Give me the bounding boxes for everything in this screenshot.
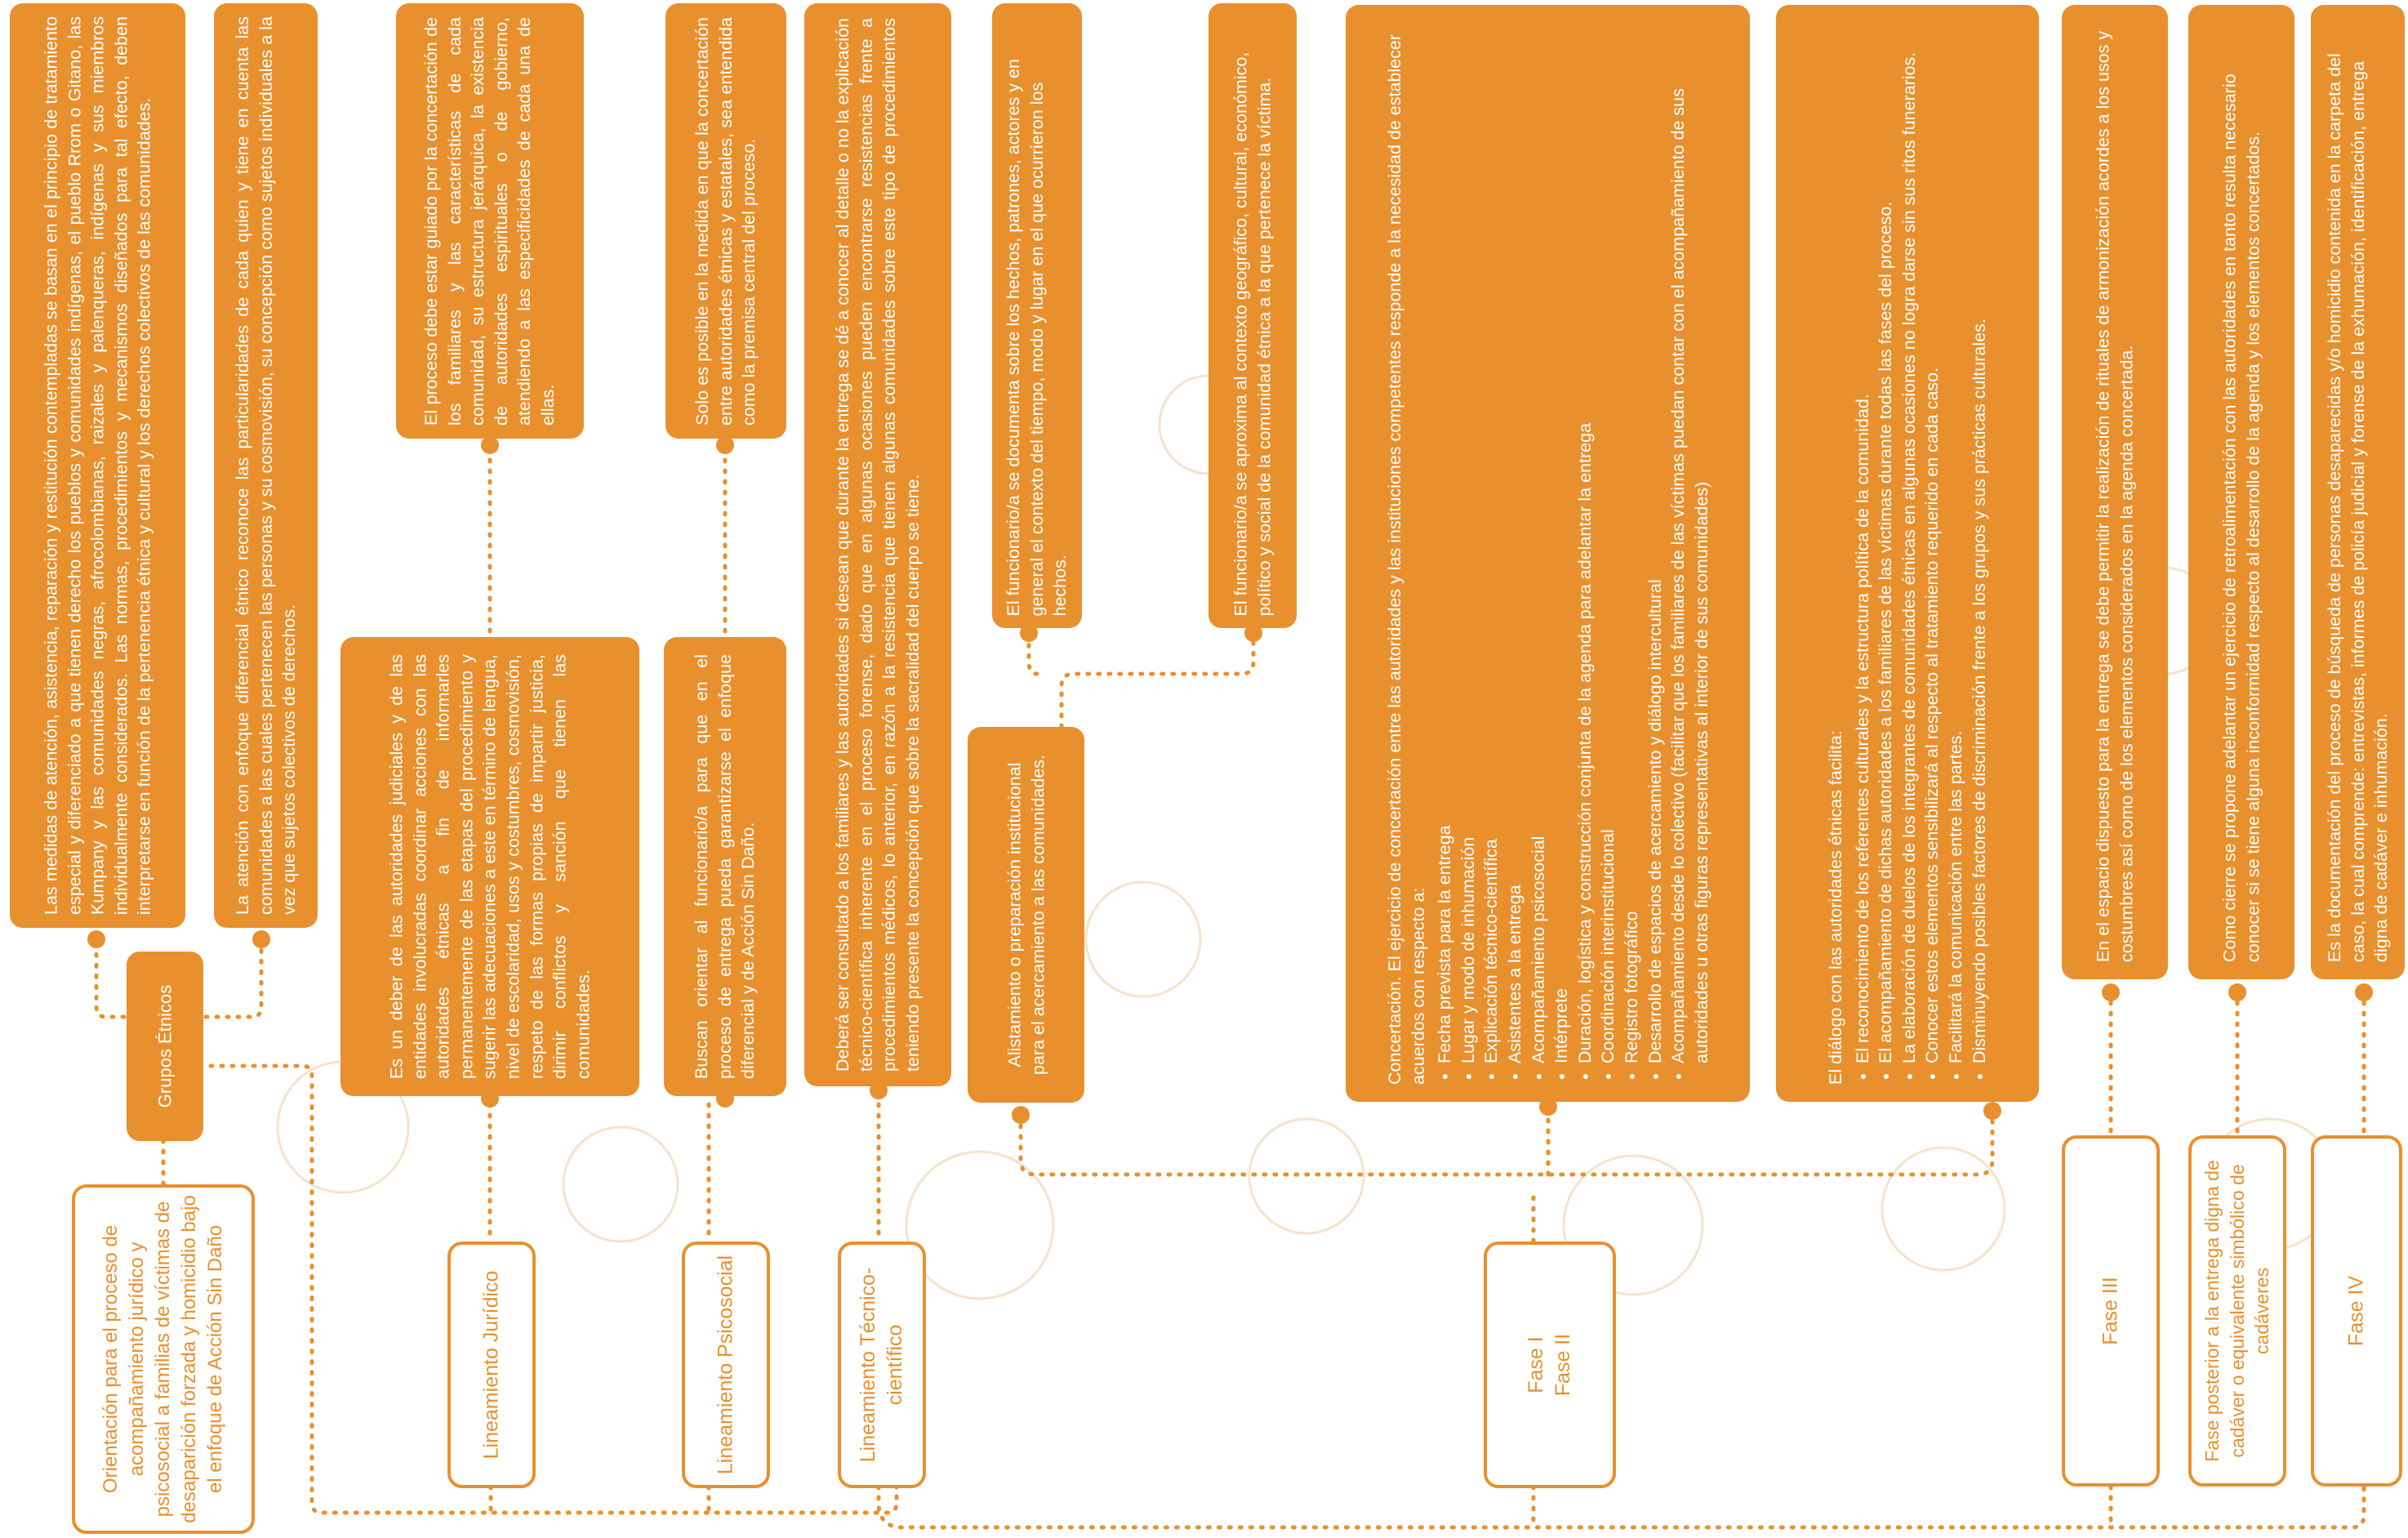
fase-posterior-box: Fase posterior a la entrega digna de cad… bbox=[2188, 1135, 2286, 1487]
lineamiento-psicosocial-label: Lineamiento Psicosocial bbox=[714, 1255, 737, 1475]
alistamiento-documenta-text: El funcionario/a se documenta sobre los … bbox=[1004, 58, 1070, 616]
groups-box: Grupos Étnicos bbox=[127, 952, 203, 1141]
ethnic-principle-box: Las medidas de atención, asistencia, rep… bbox=[10, 3, 185, 928]
juridico-lower-box: Es un deber de las autoridades judiciale… bbox=[341, 637, 639, 1096]
lineamiento-psicosocial-box: Lineamiento Psicosocial bbox=[682, 1242, 770, 1488]
list-item: Asistentes a la entrega bbox=[1502, 23, 1526, 1063]
fase-2-label: Fase II bbox=[1551, 1333, 1574, 1397]
list-item: Duración, logística y construcción conju… bbox=[1573, 23, 1596, 1063]
lineamiento-tecnico-label: Lineamiento Técnico-científico bbox=[856, 1267, 906, 1463]
list-item: Acompañamiento desde lo colectivo (facil… bbox=[1666, 23, 1712, 1063]
fase-1-2-box: Fase I Fase II bbox=[1484, 1242, 1616, 1488]
fase-3-label: Fase III bbox=[2099, 1277, 2122, 1345]
list-item: Registro fotográfico bbox=[1619, 23, 1643, 1063]
fase-4-box: Fase IV bbox=[2311, 1135, 2402, 1487]
alistamiento-contexto-box: El funcionario/a se aproxima al contexto… bbox=[1208, 3, 1297, 628]
alistamiento-documenta-box: El funcionario/a se documenta sobre los … bbox=[992, 3, 1082, 628]
alistamiento-contexto-text: El funcionario/a se aproxima al contexto… bbox=[1231, 51, 1274, 616]
concertacion-content: Concertación. El ejercicio de concertaci… bbox=[1382, 23, 1712, 1085]
lineamiento-juridico-label: Lineamiento Jurídico bbox=[479, 1270, 503, 1460]
root-title-text: Orientación para el proceso de acompañam… bbox=[100, 1195, 226, 1523]
ethnic-approach-box: La atención con enfoque diferencial étni… bbox=[214, 3, 318, 928]
dialogo-box: El diálogo con las autoridades étnicas f… bbox=[1776, 5, 2039, 1102]
fase-posterior-text-box: Como cierre se propone adelantar un ejer… bbox=[2188, 5, 2294, 979]
fase-4-label: Fase IV bbox=[2344, 1275, 2368, 1347]
juridico-lower-text: Es un deber de las autoridades judiciale… bbox=[386, 654, 594, 1079]
psicosocial-lower-text: Buscan orientar al funcionario/a para qu… bbox=[692, 654, 759, 1079]
root-title-box: Orientación para el proceso de acompañam… bbox=[72, 1184, 255, 1534]
fase-posterior-text: Como cierre se propone adelantar un ejer… bbox=[2219, 73, 2263, 962]
concertacion-box: Concertación. El ejercicio de concertaci… bbox=[1346, 5, 1750, 1102]
list-item: Conocer estos elementos sensibilizará al… bbox=[1921, 23, 1944, 1063]
dialogo-list: El reconocimiento de los referentes cult… bbox=[1851, 23, 1992, 1085]
list-item: Coordinación interinstitucional bbox=[1596, 23, 1620, 1063]
list-item: El acompañamiento de dichas autoridades … bbox=[1874, 23, 1898, 1063]
ethnic-approach-text: La atención con enfoque diferencial étni… bbox=[232, 16, 299, 915]
fase-1-2-labels: Fase I Fase II bbox=[1523, 1255, 1578, 1475]
list-item: Fecha prevista para la entrega bbox=[1433, 23, 1457, 1063]
list-item: Lugar y modo de inhumación bbox=[1456, 23, 1480, 1063]
psicosocial-lower-box: Buscan orientar al funcionario/a para qu… bbox=[664, 637, 786, 1096]
fase-4-text-box: Es la documentación del proceso de búsqu… bbox=[2311, 5, 2405, 979]
ethnic-principle-text: Las medidas de atención, asistencia, rep… bbox=[41, 16, 154, 915]
alistamiento-box: Alistamiento o preparación institucional… bbox=[968, 727, 1084, 1103]
fase-1-label: Fase I bbox=[1524, 1336, 1547, 1393]
concertacion-intro: Concertación. El ejercicio de concertaci… bbox=[1384, 33, 1427, 1085]
fase-3-text: En el espacio dispuesto para la entrega … bbox=[2093, 30, 2136, 962]
fase-3-box: Fase III bbox=[2062, 1135, 2160, 1487]
groups-label: Grupos Étnicos bbox=[154, 984, 176, 1108]
list-item: La elaboración de duelos de los integran… bbox=[1898, 23, 1921, 1063]
juridico-upper-text: El proceso debe estar guiado por la conc… bbox=[421, 16, 559, 426]
list-item: Desarrollo de espacios de acercamiento y… bbox=[1643, 23, 1667, 1063]
juridico-upper-box: El proceso debe estar guiado por la conc… bbox=[396, 3, 584, 439]
fase-3-text-box: En el espacio dispuesto para la entrega … bbox=[2062, 5, 2168, 979]
tecnico-box: Deberá ser consultado a los familiares y… bbox=[804, 3, 951, 1086]
list-item: Disminuyendo posibles factores de discri… bbox=[1967, 23, 1991, 1063]
list-item: Facilitará la comunicación entre las par… bbox=[1944, 23, 1968, 1063]
lineamiento-juridico-box: Lineamiento Jurídico bbox=[447, 1242, 536, 1488]
list-item: Intérprete bbox=[1550, 23, 1573, 1063]
psicosocial-upper-box: Solo es posible en la medida en que la c… bbox=[665, 3, 786, 439]
psicosocial-upper-text: Solo es posible en la medida en que la c… bbox=[692, 16, 759, 426]
list-item: Acompañamiento psicosocial bbox=[1526, 23, 1550, 1063]
list-item: Explicación técnico-científica bbox=[1480, 23, 1503, 1063]
list-item: El reconocimiento de los referentes cult… bbox=[1851, 23, 1875, 1063]
alistamiento-label: Alistamiento o preparación institucional… bbox=[1004, 755, 1048, 1075]
fase-posterior-label: Fase posterior a la entrega digna de cad… bbox=[2201, 1160, 2273, 1462]
dialogo-content: El diálogo con las autoridades étnicas f… bbox=[1824, 23, 1992, 1085]
fase-4-text: Es la documentación del proceso de búsqu… bbox=[2324, 52, 2391, 962]
concertacion-list: Fecha prevista para la entrega Lugar y m… bbox=[1433, 23, 1713, 1085]
tecnico-text: Deberá ser consultado a los familiares y… bbox=[832, 18, 923, 1072]
lineamiento-tecnico-box: Lineamiento Técnico-científico bbox=[838, 1242, 926, 1488]
dialogo-intro: El diálogo con las autoridades étnicas f… bbox=[1825, 729, 1845, 1085]
